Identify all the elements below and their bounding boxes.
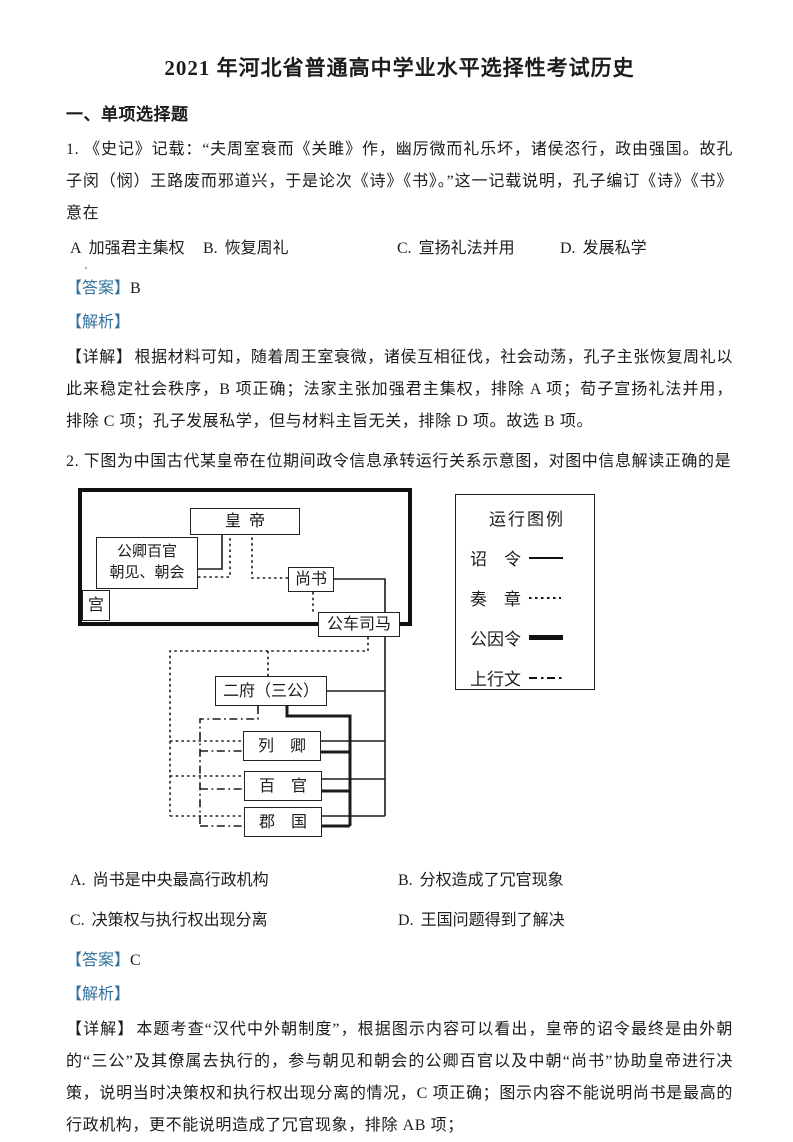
legend-line-solid-thin [529, 556, 563, 559]
option-b-label: B. [398, 872, 413, 889]
option-c-label: C. [70, 912, 85, 929]
option-a-label: A. [70, 872, 86, 889]
legend-row-gongyinling: 公因令 [470, 625, 584, 650]
legend-row-shangxingwen: 上行文 [470, 665, 584, 690]
question-2-answer-row: 【答案】C [66, 946, 733, 976]
node-lieqing-label: 列 卿 [257, 737, 306, 755]
option-c: C. 决策权与执行权出现分离 [70, 906, 398, 936]
option-c: C. 宣扬礼法并用 [397, 234, 560, 264]
question-1-answer-row: 【答案】B [66, 274, 733, 304]
detail-text: 根据材料可知，随着周王室衰微，诸侯互相征伐，社会动荡，孔子主张恢复周礼以此来稳定… [66, 349, 733, 430]
option-b-label: B. [203, 240, 218, 257]
decree-flow-diagram: 皇帝 公卿百官 朝见、朝会 宫 尚书 公车司马 二府（三公） 列 卿 百 官 郡… [66, 484, 733, 852]
node-emperor: 皇帝 [190, 508, 300, 535]
legend-line-dash-dot [529, 676, 563, 679]
answer-label: 【答案】 [66, 952, 131, 969]
node-shangshu-label: 尚书 [294, 571, 327, 588]
answer-value: B [130, 280, 141, 297]
detail-label: 【详解】 [66, 349, 133, 366]
legend-row-zouzhang: 奏 章 [470, 585, 584, 610]
node-court-officials-label: 公卿百官 朝见、朝会 [109, 544, 185, 581]
option-d: D. 发展私学 [560, 234, 647, 264]
option-b: B. 恢复周礼 [203, 234, 397, 264]
scan-artifact: ’ [84, 265, 88, 277]
option-c-label: C. [397, 240, 412, 257]
option-c-text: 宣扬礼法并用 [418, 240, 515, 257]
legend-label-shangxingwen: 上行文 [470, 670, 521, 689]
analysis-label: 【解析】 [66, 986, 131, 1003]
question-1-detail: 【详解】根据材料可知，随着周王室衰微，诸侯互相征伐，社会动荡，孔子主张恢复周礼以… [66, 342, 733, 438]
answer-label: 【答案】 [66, 280, 131, 297]
node-gongche-sima-label: 公车司马 [326, 616, 391, 633]
option-d-label: D. [398, 912, 414, 929]
question-2-stem: 2. 下图为中国古代某皇帝在位期间政令信息承转运行关系示意图，对图中信息解读正确… [66, 453, 732, 470]
option-a: A. 尚书是中央最高行政机构 [70, 866, 398, 896]
legend-title: 运行图例 [489, 510, 565, 529]
section-heading: 一、单项选择题 [66, 105, 189, 124]
option-d-text: 发展私学 [582, 240, 647, 257]
detail-text: 本题考查“汉代中外朝制度”，根据图示内容可以看出，皇帝的诏令最终是由外朝的“三公… [66, 1021, 733, 1134]
detail-label: 【详解】 [66, 1021, 135, 1038]
option-b-text: 分权造成了冗官现象 [419, 872, 564, 889]
question-2-options-row-2: C. 决策权与执行权出现分离 D. 王国问题得到了解决 [70, 906, 733, 936]
option-b-text: 恢复周礼 [224, 240, 289, 257]
node-erfu-sangong-label: 二府（三公） [222, 682, 319, 700]
node-erfu-sangong: 二府（三公） [215, 676, 327, 706]
analysis-label: 【解析】 [66, 314, 131, 331]
legend-line-solid-thick [529, 635, 563, 640]
legend-label-zhaoling: 诏 令 [470, 550, 521, 569]
page-title: 2021 年河北省普通高中学业水平选择性考试历史 [164, 56, 635, 80]
question-1-stem: 1. 《史记》记载：“夫周室衰而《关雎》作，幽厉微而礼乐坏，诸侯恣行，政由强国。… [66, 141, 733, 222]
question-2-options-row-1: A. 尚书是中央最高行政机构 B. 分权造成了冗官现象 [70, 866, 733, 896]
question-1-options: A 加强君主集权 B. 恢复周礼 C. 宣扬礼法并用 D. 发展私学 ’ [70, 234, 733, 277]
legend-label-gongyinling: 公因令 [470, 630, 521, 649]
node-lieqing: 列 卿 [243, 731, 321, 761]
question-1-analysis-row: 【解析】 [66, 308, 733, 338]
option-a-text: 尚书是中央最高行政机构 [92, 872, 269, 889]
node-baiguan: 百 官 [244, 771, 322, 801]
option-d: D. 王国问题得到了解决 [398, 906, 565, 936]
option-a-text: 加强君主集权 [88, 240, 185, 257]
node-shangshu: 尚书 [288, 567, 334, 592]
option-d-text: 王国问题得到了解决 [420, 912, 565, 929]
node-emperor-label: 皇帝 [224, 513, 273, 530]
option-c-text: 决策权与执行权出现分离 [91, 912, 268, 929]
diagram-connectors [169, 535, 386, 828]
node-gongche-sima: 公车司马 [318, 612, 400, 637]
node-junguo: 郡 国 [244, 807, 322, 837]
legend-row-zhaoling: 诏 令 [470, 545, 584, 570]
option-d-label: D. [560, 240, 576, 257]
option-b: B. 分权造成了冗官现象 [398, 866, 564, 896]
node-palace-label-box: 宫 [82, 590, 110, 621]
diagram-legend: 运行图例 诏 令 奏 章 公因令 上行文 [455, 494, 595, 690]
question-2-analysis-row: 【解析】 [66, 980, 733, 1010]
option-a-label: A [70, 240, 82, 257]
question-2-detail: 【详解】本题考查“汉代中外朝制度”，根据图示内容可以看出，皇帝的诏令最终是由外朝… [66, 1014, 733, 1142]
node-palace-label: 宫 [87, 597, 104, 614]
legend-label-zouzhang: 奏 章 [470, 590, 521, 609]
node-baiguan-label: 百 官 [258, 777, 307, 795]
option-a: A 加强君主集权 [70, 234, 203, 264]
node-junguo-label: 郡 国 [258, 813, 307, 831]
node-court-officials: 公卿百官 朝见、朝会 [96, 537, 198, 589]
answer-value: C [130, 952, 141, 969]
legend-line-dotted [529, 596, 561, 599]
palace-wall-box [78, 488, 412, 626]
